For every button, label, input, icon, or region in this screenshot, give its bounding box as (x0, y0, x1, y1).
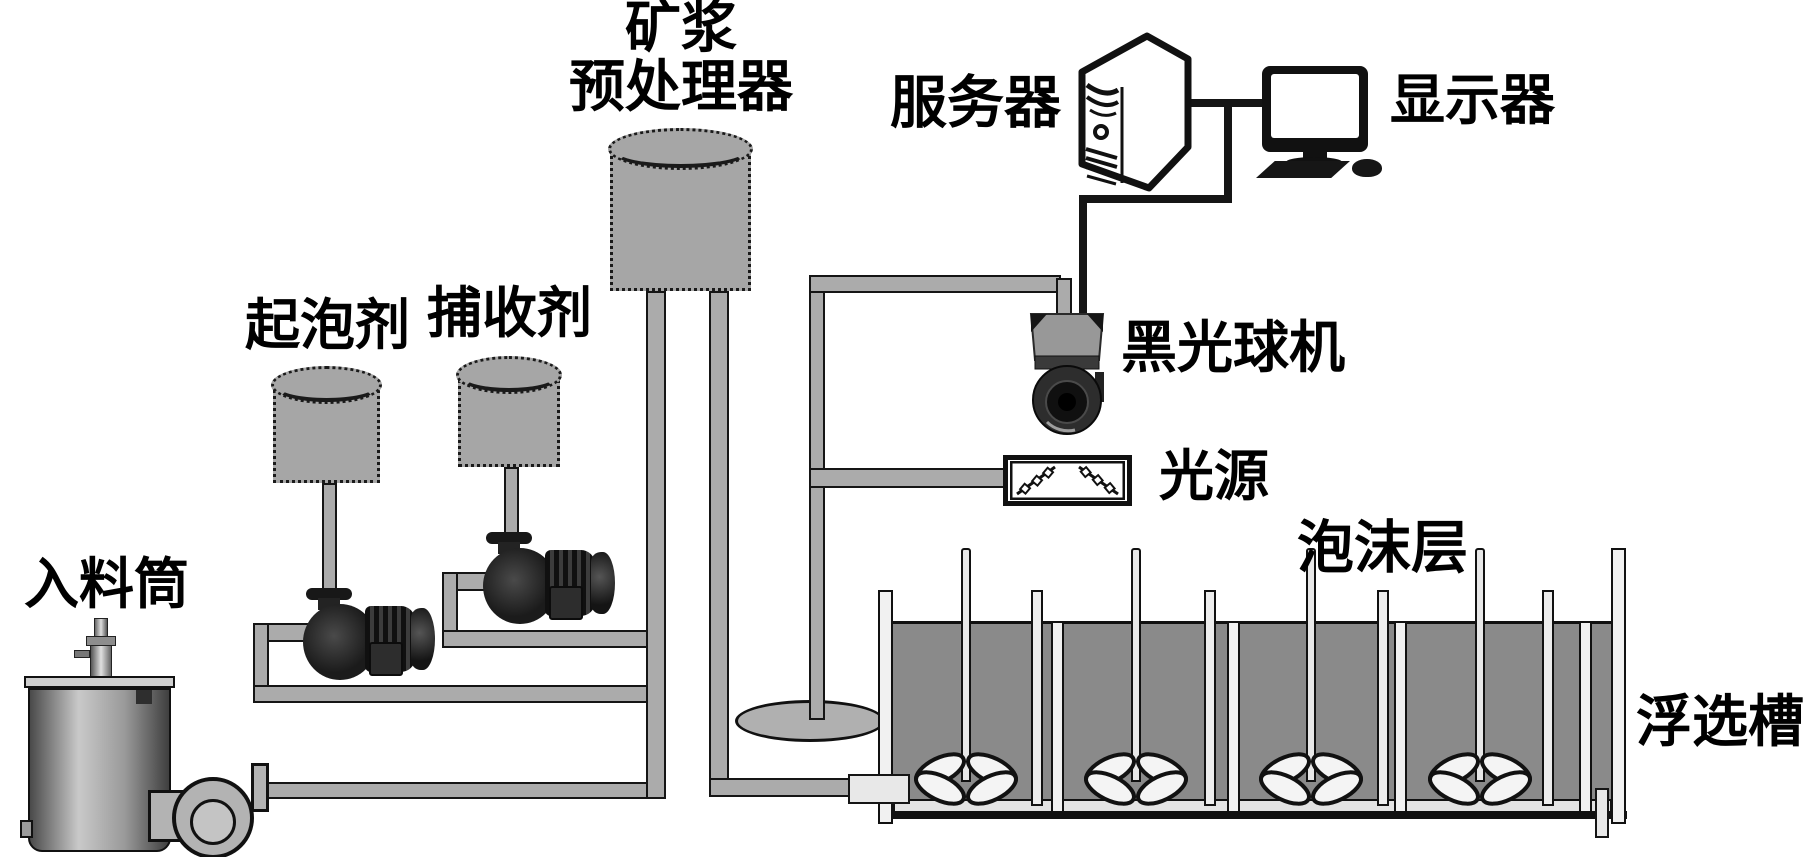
camera-label: 黑光球机 (1121, 318, 1345, 380)
stirrer-shaft-2 (1131, 548, 1141, 782)
baffle-rod-4 (1542, 590, 1554, 806)
frother-pump (303, 586, 438, 686)
tank-divider-3 (1394, 621, 1407, 813)
frother-pump-volute (303, 604, 377, 680)
collector-label: 捕收剂 (427, 283, 593, 344)
keyboard-icon (1256, 161, 1350, 178)
froth-layer-label: 泡沫层 (1297, 517, 1468, 580)
impeller-icon (1428, 752, 1532, 806)
display-label: 显示器 (1390, 70, 1556, 131)
frother-pump-flange (306, 588, 352, 600)
frother-pump-endcap (411, 608, 435, 670)
preprocessor-label-line2: 预处理器 (569, 57, 793, 120)
tank-feed-elbow (709, 778, 854, 797)
feed-tank-badge (136, 690, 152, 704)
feed-tank-label: 入料筒 (24, 554, 190, 615)
feed-tank-valve-top (94, 618, 108, 638)
feed-tank-drain-nub (20, 820, 33, 838)
feed-tank-lid (24, 676, 175, 688)
preprocessor-left-leg (646, 291, 666, 799)
mouse-icon (1352, 159, 1382, 177)
pump1-run-pipe (253, 685, 666, 703)
server-branch-cable-down (1224, 99, 1232, 203)
baffle-rod-3 (1377, 590, 1389, 806)
tank-feed-inlet (848, 774, 910, 804)
baffle-rod-2 (1204, 590, 1216, 806)
collector-pump-junction-box (549, 586, 583, 620)
server-label: 服务器 (890, 72, 1061, 135)
pump2-run-pipe (442, 630, 666, 648)
stand-post (809, 275, 825, 720)
stirrer-shaft-1 (961, 548, 971, 782)
preprocessor-rim-shadow (612, 134, 749, 168)
impeller-icon (914, 752, 1018, 806)
tank-divider-2 (1227, 621, 1240, 813)
monitor-neck (1303, 150, 1327, 160)
flotation-tank-label: 浮选槽 (1636, 692, 1804, 754)
frother-rim-shadow (275, 372, 378, 402)
collector-pump (483, 530, 618, 630)
frother-pump-junction-box (369, 642, 403, 676)
camera-cable (1079, 195, 1087, 316)
monitor-screen (1271, 74, 1359, 138)
feed-pump-discharge-flange (251, 763, 269, 812)
preprocessor-vessel (610, 150, 751, 291)
preprocessor-label: 矿浆 预处理器 (555, 0, 807, 119)
tank-right-wall (1611, 548, 1626, 824)
stand-top-arm (809, 275, 1061, 293)
feed-tank-body (28, 688, 171, 852)
preprocessor-label-line1: 矿浆 (625, 0, 737, 60)
frother-dosing-pipe (322, 483, 337, 600)
light-source-label: 光源 (1159, 446, 1270, 507)
frother-vessel (273, 385, 380, 483)
preprocessor-right-leg (709, 291, 729, 797)
server-branch-cable-left (1081, 195, 1232, 203)
feed-tank-valve-body (90, 645, 112, 679)
camera-icon (1029, 313, 1105, 435)
tank-bottom-plate (878, 811, 1627, 819)
stirrer-shaft-3 (1306, 548, 1316, 782)
server-tower-icon (1078, 32, 1192, 192)
baffle-rod-1 (1031, 590, 1043, 806)
collector-pump-volute (483, 548, 557, 624)
frother-label: 起泡剂 (245, 295, 411, 356)
collector-rim-shadow (460, 362, 558, 392)
feed-tank-valve-handle (74, 650, 90, 658)
light-arm (809, 468, 1005, 488)
collector-pump-flange (486, 532, 532, 544)
feed-line-pipe (267, 782, 666, 799)
tank-overflow-weir (1579, 621, 1592, 813)
collector-pump-endcap (591, 552, 615, 614)
light-source-leds (1010, 461, 1125, 500)
stirrer-shaft-4 (1475, 548, 1485, 782)
impeller-icon (1084, 752, 1188, 806)
tank-divider-1 (1051, 621, 1064, 813)
tank-left-wall (878, 590, 893, 824)
feed-pump-inner-eye (190, 799, 236, 845)
tank-discharge-outlet (1595, 788, 1609, 838)
impeller-icon (1259, 752, 1363, 806)
